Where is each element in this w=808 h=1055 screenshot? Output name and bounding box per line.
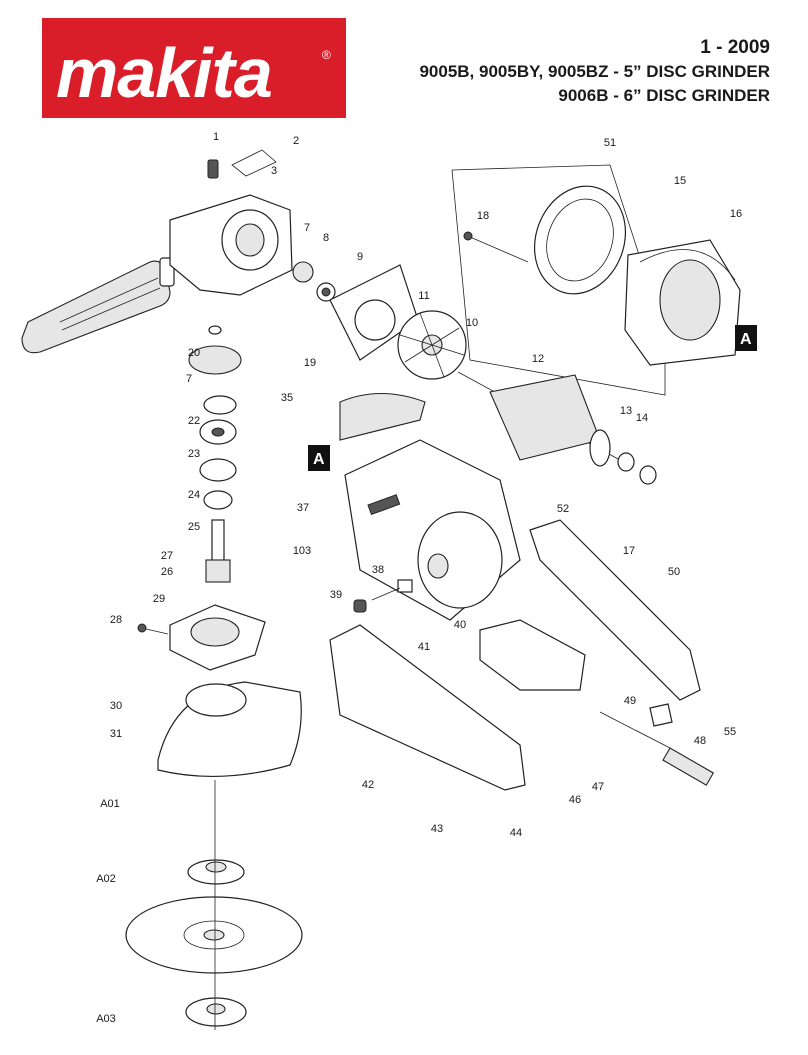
part-label-3: 3 xyxy=(271,165,277,177)
model-line-2: 9006B - 6” DISC GRINDER xyxy=(558,86,770,105)
part-label-48: 48 xyxy=(694,735,706,747)
motor-housing xyxy=(339,392,521,621)
part-label-16: 16 xyxy=(730,208,742,220)
marker-a-left-text: A xyxy=(313,451,325,468)
part-label-10: 10 xyxy=(466,317,478,329)
bearing-plate xyxy=(329,264,419,361)
part-label-103: 103 xyxy=(293,545,311,557)
inner-flange xyxy=(187,859,245,885)
side-handle xyxy=(21,257,175,354)
part-label-18: 18 xyxy=(477,210,489,222)
part-label-46: 46 xyxy=(569,794,581,806)
part-label-26: 26 xyxy=(161,566,173,578)
marker-a-right: A xyxy=(735,325,757,351)
brush-holder xyxy=(479,619,586,691)
part-label-47: 47 xyxy=(592,781,604,793)
fan xyxy=(397,310,467,380)
part-label-9: 9 xyxy=(357,251,363,263)
part-label-50: 50 xyxy=(668,566,680,578)
part-label-24: 24 xyxy=(188,489,200,501)
part-label-15: 15 xyxy=(674,175,686,187)
screw-18 xyxy=(469,236,529,263)
group-outline xyxy=(451,164,666,396)
pinion-bearing xyxy=(292,261,336,302)
cord-assembly xyxy=(599,703,715,786)
part-label-31: 31 xyxy=(110,728,122,740)
part-label-37: 37 xyxy=(297,502,309,514)
baffle-ring xyxy=(533,185,627,295)
makita-logo: makita ® xyxy=(42,18,346,118)
part-label-30: 30 xyxy=(110,700,122,712)
part-label-7: 7 xyxy=(186,373,192,385)
spindle-stack xyxy=(188,325,242,583)
rear-handle-cover xyxy=(529,519,701,701)
part-label-13: 13 xyxy=(620,405,632,417)
part-label-39: 39 xyxy=(330,589,342,601)
model-line-1: 9005B, 9005BY, 9005BZ - 5” DISC GRINDER xyxy=(419,62,770,81)
part-label-14: 14 xyxy=(636,412,648,424)
part-label-11: 11 xyxy=(418,290,429,302)
part-label-40: 40 xyxy=(454,619,466,631)
page-number: 1 - 2009 xyxy=(700,37,770,58)
page-header: 1 - 2009 9005B, 9005BY, 9005BZ - 5” DISC… xyxy=(419,36,770,108)
lock-nut xyxy=(185,997,247,1027)
handle-half xyxy=(329,624,526,791)
part-label-52: 52 xyxy=(557,503,569,515)
wheel-guard xyxy=(157,681,302,778)
armature xyxy=(457,371,657,485)
part-label-20: 20 xyxy=(188,347,200,359)
bearing-box xyxy=(137,604,266,671)
part-label-2: 2 xyxy=(293,135,299,147)
part-label-51: 51 xyxy=(604,137,616,149)
registered-mark: ® xyxy=(322,48,331,62)
gear-housing xyxy=(169,149,293,296)
part-label-22: 22 xyxy=(188,415,200,427)
part-label-A03: A03 xyxy=(96,1013,116,1025)
marker-a-left: A xyxy=(308,445,330,471)
part-label-27: 27 xyxy=(161,550,173,562)
field-stator xyxy=(624,239,741,366)
part-label-17: 17 xyxy=(623,545,635,557)
part-label-25: 25 xyxy=(188,521,200,533)
part-label-55: 55 xyxy=(724,726,736,738)
part-label-42: 42 xyxy=(362,779,374,791)
part-label-38: 38 xyxy=(372,564,384,576)
part-label-43: 43 xyxy=(431,823,443,835)
part-label-12: 12 xyxy=(532,353,544,365)
part-label-41: 41 xyxy=(418,641,430,653)
marker-a-right-text: A xyxy=(740,331,752,348)
part-label-A02: A02 xyxy=(96,873,116,885)
part-label-A01: A01 xyxy=(100,798,120,810)
part-label-49: 49 xyxy=(624,695,636,707)
part-label-19: 19 xyxy=(304,357,316,369)
part-label-28: 28 xyxy=(110,614,122,626)
part-label-8: 8 xyxy=(323,232,329,244)
part-label-1: 1 xyxy=(213,131,219,143)
part-label-29: 29 xyxy=(153,593,165,605)
part-label-7: 7 xyxy=(304,222,310,234)
carbon-brush xyxy=(353,579,413,613)
grinding-wheel xyxy=(125,896,303,974)
part-label-35: 35 xyxy=(281,392,293,404)
logo-wordmark: makita xyxy=(56,34,273,112)
part-label-44: 44 xyxy=(510,827,522,839)
part-label-23: 23 xyxy=(188,448,200,460)
